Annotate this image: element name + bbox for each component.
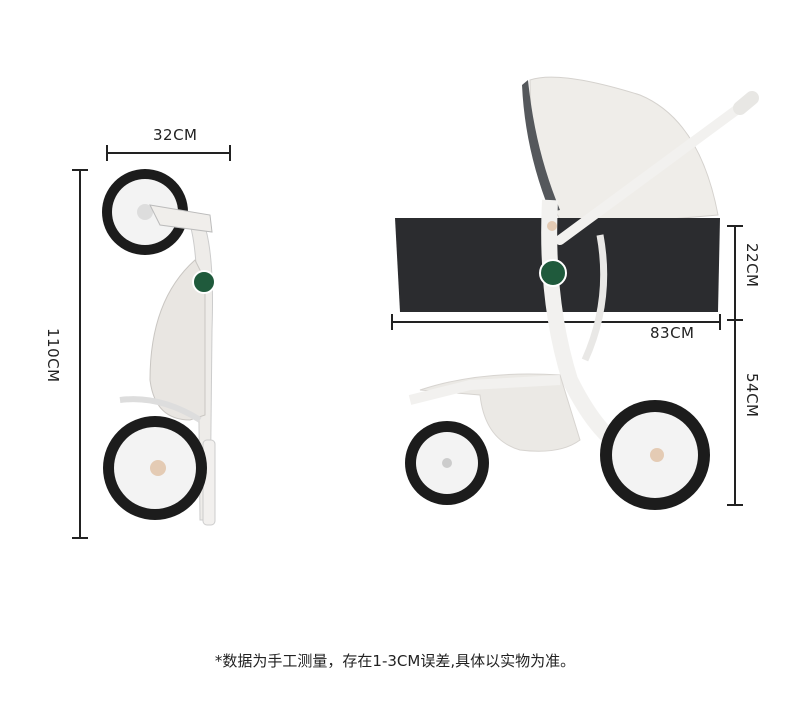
frame-height-label: 54CM [743, 373, 761, 418]
length-label: 83CM [650, 324, 695, 342]
folded-stroller [102, 169, 216, 526]
bassinet-height-label: 22CM [743, 243, 761, 288]
unfolded-stroller [395, 76, 759, 510]
measurement-note: *数据为手工测量，存在1-3CM误差,具体以实物为准。 [214, 652, 576, 670]
brand-badge-icon [539, 259, 567, 287]
folded-width-label: 32CM [153, 126, 198, 144]
brand-badge-icon [192, 270, 216, 294]
folded-height-label: 110CM [44, 328, 62, 383]
